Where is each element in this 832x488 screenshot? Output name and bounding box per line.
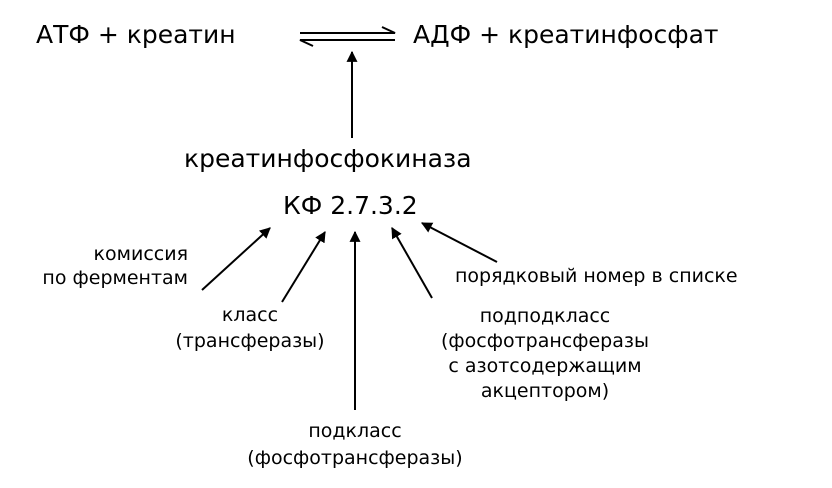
annotation-commission-line-1: комиссия (93, 243, 188, 265)
annotation-subsubclass-line-4: акцептором) (480, 380, 610, 402)
commission-arrow (201, 227, 271, 291)
annotation-commission-line-2: по ферментам (42, 267, 188, 289)
reaction-right-side: АДФ + креатинфосфат (413, 20, 719, 49)
annotation-subsubclass-line-3: с азотсодержащим (448, 355, 642, 377)
annotation-class: класс (трансферазы) (150, 306, 350, 351)
annotation-class-line-1: класс (221, 304, 279, 326)
annotation-class-line-2: (трансферазы) (175, 330, 325, 352)
enzyme-name: креатинфосфокиназа (184, 144, 472, 173)
equilibrium-arrow (299, 26, 396, 47)
annotation-subclass-line-2: (фосфотрансферазы) (247, 447, 463, 469)
annotation-serial: порядковый номер в списке (455, 265, 738, 287)
ec-number: КФ 2.7.3.2 (283, 191, 418, 220)
annotation-subsubclass-line-2: (фосфотрансферазы (441, 330, 649, 352)
reaction-left-side: АТФ + креатин (36, 20, 236, 49)
annotation-commission: комиссия по ферментам (18, 245, 188, 288)
equilibrium-reverse-harpoon (299, 39, 395, 47)
annotation-subsubclass-line-1: подподкласс (479, 305, 611, 327)
annotation-subclass-line-1: подкласс (308, 420, 402, 442)
equilibrium-forward-harpoon (300, 26, 396, 34)
annotation-subsubclass: подподкласс (фосфотрансферазы с азотсоде… (395, 307, 695, 401)
annotation-subclass: подкласс (фосфотрансферазы) (225, 422, 485, 468)
serial-arrow (421, 222, 498, 263)
class-arrow (281, 231, 326, 303)
subsubclass-arrow (391, 227, 433, 299)
